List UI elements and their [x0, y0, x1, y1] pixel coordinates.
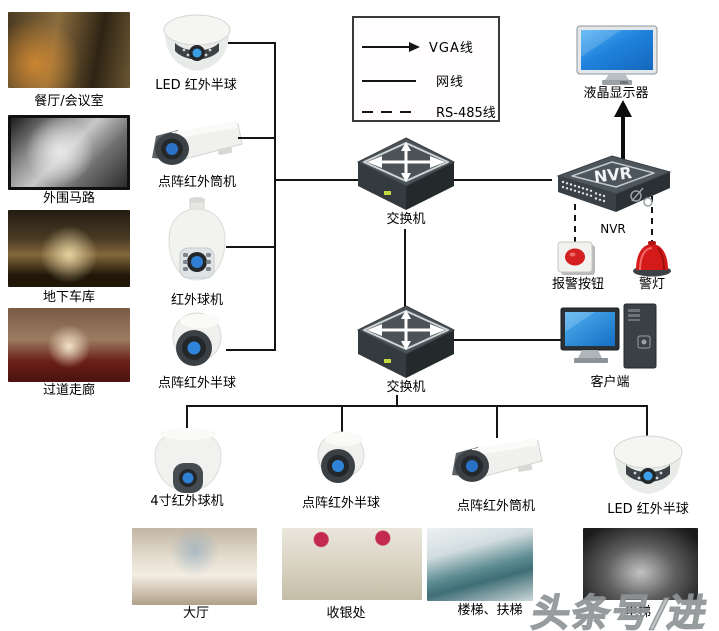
bullet-camera-icon	[448, 435, 544, 495]
cable-switch1-to-switch2	[404, 229, 406, 307]
legend-label: VGA线	[429, 41, 474, 56]
nvr-badge-text: NVR	[593, 163, 633, 187]
vga-line-sample	[362, 45, 409, 48]
alarm-light-icon	[631, 239, 673, 281]
camera-label: 点阵红外筒机	[456, 499, 536, 514]
cable-dome1-to-bus	[228, 42, 276, 44]
scene-photo-perimeter-road	[8, 115, 130, 190]
scene-photo-dining-room	[8, 12, 130, 88]
scene-label: 餐厅/会议室	[34, 94, 104, 109]
lcd-monitor-icon	[576, 25, 658, 91]
network-line-sample	[362, 79, 416, 82]
dome-camera-icon	[612, 434, 684, 502]
switch-label: 交换机	[386, 212, 426, 227]
alarm-button-label: 报警按钮	[551, 277, 605, 292]
rs485-line-sample	[362, 110, 418, 113]
rs485-nvr-to-alarm-light	[651, 196, 653, 242]
cable-switch1-to-nvr	[453, 179, 552, 181]
ptz-ball-camera-icon	[165, 196, 229, 296]
bullet-camera-icon	[148, 120, 244, 178]
drop-to-bullet-camera	[496, 405, 498, 438]
cable-switch2-to-client	[453, 339, 564, 341]
switch-2-icon	[356, 304, 456, 384]
scene-label: 收银处	[326, 606, 366, 621]
nvr-icon: NVR	[548, 150, 674, 226]
camera-bus-vertical	[274, 42, 276, 351]
drop-to-dome-camera	[646, 405, 648, 438]
scene-label: 地下车库	[42, 290, 96, 305]
mini-dome-camera-icon	[164, 311, 230, 373]
legend-label: 网线	[436, 75, 465, 90]
legend-row-network: 网线	[362, 71, 464, 90]
watermark-text: 头条号/进步号	[528, 590, 713, 631]
cable-ptz-to-bus	[226, 246, 276, 248]
scene-label: 大厅	[182, 606, 210, 621]
scene-photo-underground-garage	[8, 210, 130, 287]
camera-label: 4寸红外球机	[150, 494, 224, 509]
scene-photo-lobby	[132, 528, 257, 605]
ball-camera-icon	[151, 425, 225, 499]
rs485-nvr-to-alarm-button	[574, 204, 576, 242]
scene-photo-cashier	[282, 528, 422, 600]
camera-label: 点阵红外筒机	[157, 175, 237, 190]
cable-switch2-to-bus	[396, 395, 398, 407]
legend-row-vga: VGA线	[362, 37, 474, 56]
drop-to-minidome-camera	[341, 405, 343, 433]
drop-to-ball-camera	[186, 405, 188, 428]
switch-1-icon	[356, 136, 456, 216]
scene-photo-escalator	[427, 528, 533, 601]
cable-bus-to-switch1	[274, 179, 358, 181]
cable-bullet1-to-bus	[238, 137, 276, 139]
scene-label: 外围马路	[42, 191, 96, 206]
camera-label: 点阵红外半球	[157, 376, 237, 391]
vga-arrow-head	[614, 100, 632, 117]
scene-label: 楼梯、扶梯	[457, 603, 523, 618]
camera-label: 红外球机	[170, 293, 224, 308]
monitor-label: 液晶显示器	[583, 86, 649, 101]
bottom-bus-horizontal	[186, 405, 648, 407]
scene-photo-elevator	[583, 528, 698, 600]
cable-dome2-to-bus	[226, 349, 276, 351]
switch-label: 交换机	[386, 380, 426, 395]
scene-label: 电梯	[624, 605, 652, 620]
scene-label: 过道走廊	[42, 383, 96, 398]
dome-camera-icon	[162, 13, 232, 79]
legend-box: VGA线 网线 RS-485线	[352, 16, 500, 122]
client-computer-icon	[560, 302, 662, 378]
alarm-light-label: 警灯	[638, 277, 666, 292]
legend-row-rs485: RS-485线	[362, 102, 496, 121]
camera-label: LED 红外半球	[155, 78, 237, 93]
legend-label: RS-485线	[436, 106, 496, 121]
mini-dome-camera-icon	[310, 429, 372, 493]
alarm-button-icon	[556, 241, 600, 281]
vga-arrow-shaft	[621, 115, 625, 162]
scene-photo-corridor	[8, 308, 130, 382]
camera-label: 点阵红外半球	[301, 496, 381, 511]
nvr-label: NVR	[600, 222, 626, 236]
vga-arrowhead-sample	[409, 41, 420, 52]
camera-label: LED 红外半球	[607, 502, 689, 517]
client-label: 客户端	[590, 375, 630, 390]
